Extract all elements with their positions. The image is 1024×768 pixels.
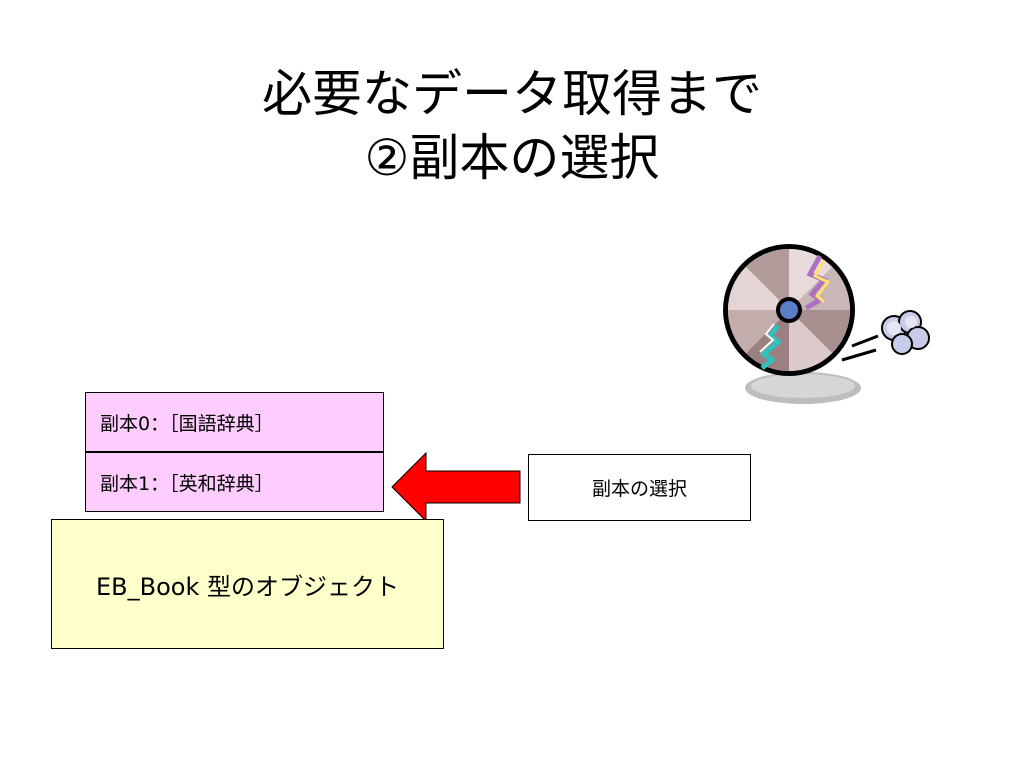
copy-select-box: 副本の選択 [528, 454, 751, 521]
eb-book-object-box: EB_Book 型のオブジェクト [51, 519, 444, 649]
left-arrow-icon [391, 451, 521, 523]
eb-book-object-label: EB_Book 型のオブジェクト [96, 572, 399, 601]
title-line-2: ②副本の選択 [364, 129, 660, 187]
copy-1-label: 副本1：［英和辞典］ [100, 472, 274, 495]
copy-1-box: 副本1：［英和辞典］ [85, 452, 384, 512]
slide-title: 必要なデータ取得まで ②副本の選択 [0, 62, 1024, 190]
copy-0-box: 副本0：［国語辞典］ [85, 392, 384, 452]
title-line-1: 必要なデータ取得まで [262, 65, 762, 123]
copy-select-label: 副本の選択 [591, 478, 687, 500]
spinning-cd-icon [723, 244, 930, 404]
copy-0-label: 副本0：［国語辞典］ [100, 412, 274, 435]
